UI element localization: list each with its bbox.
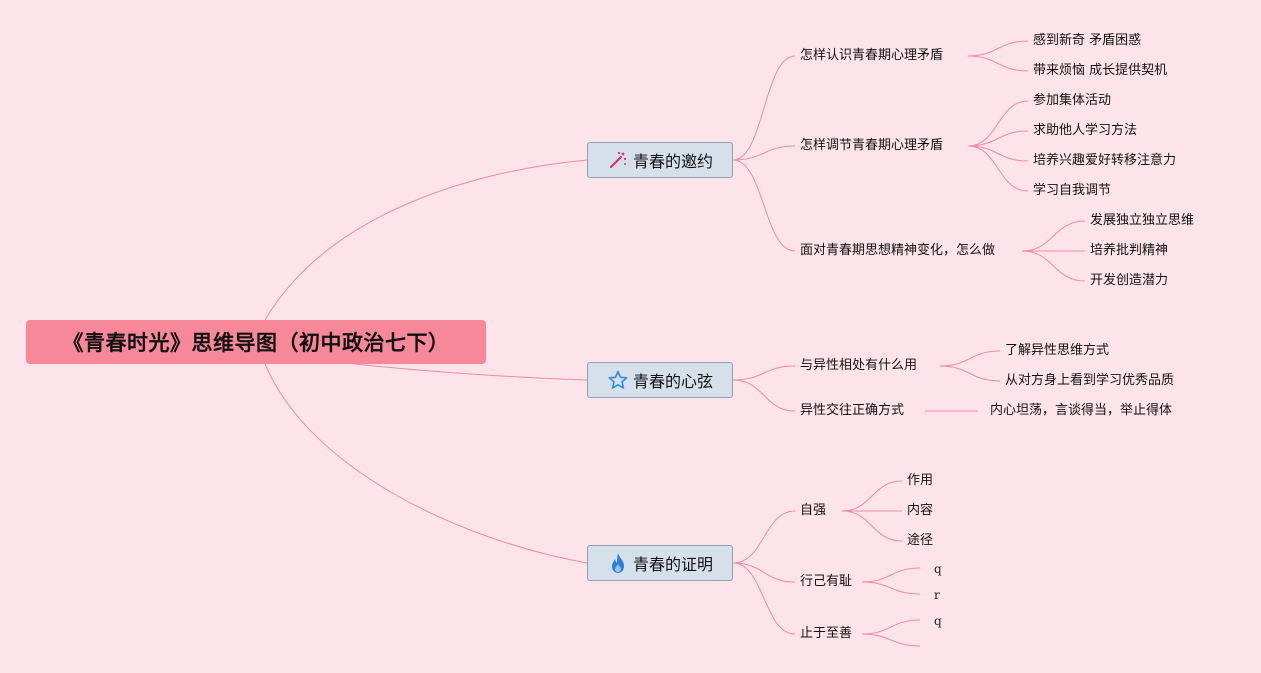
leaf-link — [861, 633, 921, 647]
leaf-link — [1021, 220, 1086, 252]
leaf-link — [967, 130, 1029, 147]
root-link — [264, 363, 588, 564]
leaf-link — [1021, 250, 1086, 282]
leaf-link — [967, 145, 1029, 162]
root-topic[interactable]: 《青春时光》思维导图（初中政治七下） — [26, 320, 486, 364]
topic-link — [732, 379, 796, 412]
subtopic[interactable]: 与异性相处有什么用 — [800, 358, 918, 373]
root-link — [264, 159, 588, 321]
subtopic[interactable]: 怎样认识青春期心理矛盾 — [800, 48, 944, 63]
leaf-link — [841, 480, 903, 512]
subtopic[interactable]: 异性交往正确方式 — [800, 403, 905, 418]
topic-link — [732, 145, 796, 161]
leaf-link — [861, 567, 921, 583]
leaf-link — [967, 100, 1029, 147]
leaf-link — [967, 145, 1029, 192]
leaf-item[interactable]: 了解异性思维方式 — [1005, 343, 1110, 358]
subtopic[interactable]: 止于至善 — [800, 626, 853, 641]
star-icon — [607, 369, 629, 391]
topic-youth-proof[interactable]: 青春的证明 — [587, 545, 733, 581]
topic-link — [732, 365, 796, 381]
leaf-item[interactable]: q — [934, 562, 942, 576]
topic-link — [732, 55, 796, 161]
root-link — [354, 363, 588, 381]
topic-link — [732, 562, 796, 583]
leaf-item[interactable]: r — [934, 588, 940, 602]
subtopic[interactable]: 自强 — [800, 503, 827, 518]
leaf-link — [861, 581, 921, 595]
root-title: 《青春时光》思维导图（初中政治七下） — [62, 331, 450, 355]
leaf-item[interactable]: 培养兴趣爱好转移注意力 — [1033, 153, 1177, 168]
leaf-item[interactable]: 内心坦荡，言谈得当，举止得体 — [990, 403, 1173, 418]
topic-link — [732, 159, 796, 252]
flame-icon — [607, 552, 629, 574]
topic-title: 青春的证明 — [632, 555, 713, 574]
leaf-item[interactable]: 内容 — [907, 503, 934, 518]
leaf-item[interactable]: 学习自我调节 — [1033, 183, 1112, 198]
subtopic[interactable]: 面对青春期思想精神变化，怎么做 — [800, 243, 996, 258]
leaf-link — [939, 365, 1001, 382]
leaf-item[interactable]: 途径 — [907, 533, 934, 548]
topic-link — [732, 562, 796, 635]
leaf-link — [967, 40, 1029, 57]
subtopic[interactable]: 行己有耻 — [800, 574, 853, 589]
leaf-item[interactable]: q — [934, 614, 942, 628]
topic-youth-heartstrings[interactable]: 青春的心弦 — [587, 362, 733, 398]
topic-title: 青春的心弦 — [632, 372, 713, 391]
leaf-item[interactable]: 培养批判精神 — [1090, 243, 1169, 258]
topic-youth-invitation[interactable]: 青春的邀约 — [587, 142, 733, 178]
leaf-item[interactable]: 感到新奇 矛盾困惑 — [1033, 33, 1142, 48]
topic-title: 青春的邀约 — [632, 152, 713, 171]
leaf-item[interactable]: 从对方身上看到学习优秀品质 — [1005, 373, 1175, 388]
leaf-item[interactable]: 发展独立独立思维 — [1090, 213, 1195, 228]
leaf-link — [861, 619, 921, 635]
leaf-item[interactable]: 带来烦恼 成长提供契机 — [1033, 63, 1168, 78]
subtopic[interactable]: 怎样调节青春期心理矛盾 — [800, 138, 944, 153]
magic-wand-icon — [607, 149, 629, 171]
leaf-item[interactable]: 参加集体活动 — [1033, 93, 1112, 108]
leaf-link — [939, 350, 1001, 367]
topic-link — [732, 510, 796, 564]
leaf-item[interactable]: 作用 — [907, 473, 934, 488]
leaf-item[interactable]: 求助他人学习方法 — [1033, 123, 1138, 138]
leaf-link — [967, 55, 1029, 72]
leaf-link — [841, 510, 903, 542]
leaf-item[interactable]: 开发创造潜力 — [1090, 273, 1169, 288]
